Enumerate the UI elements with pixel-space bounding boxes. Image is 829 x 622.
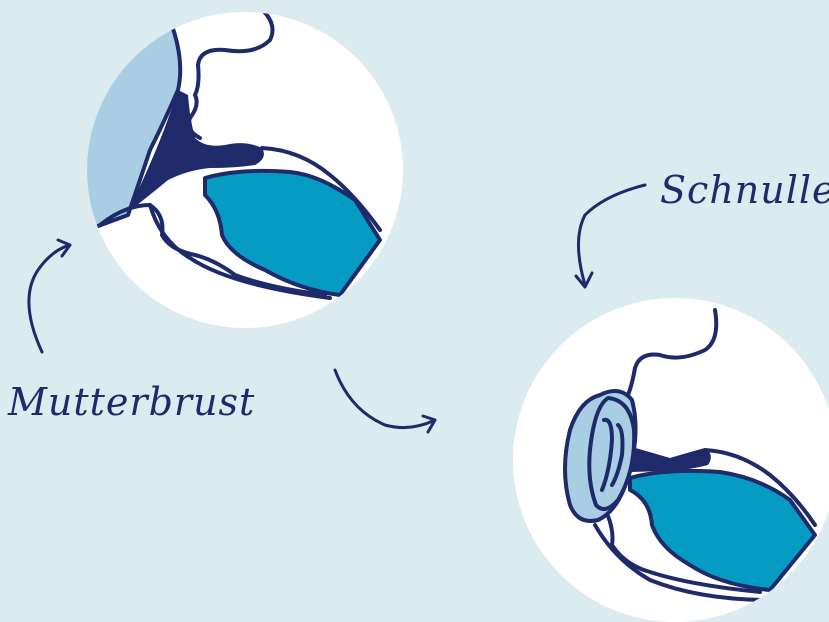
pacifier-face-profile [626, 308, 719, 397]
palate-line [260, 146, 382, 232]
pacifier-palate-line [703, 448, 817, 527]
curved-arrow-icon [574, 183, 647, 289]
breastfeeding-mouth-icon [87, 12, 403, 328]
nipple-shape [128, 90, 264, 212]
pacifier-tongue-shape [628, 468, 817, 592]
tongue-shape [203, 168, 382, 297]
pacifier-jaw-line [598, 498, 762, 594]
pacifier-teat [625, 445, 711, 472]
pacifier-label: Schnuller [660, 168, 829, 212]
arrow-to-pacifier [577, 183, 647, 287]
pacifier-mouth-icon [513, 298, 829, 622]
pacifier-shield [563, 389, 638, 523]
curved-arrow-icon [333, 368, 437, 434]
breast-label: Mutterbrust [8, 380, 256, 424]
arrow-to-breast [27, 243, 72, 354]
pacifier-chin-line [593, 523, 772, 602]
face-profile-upper [186, 12, 275, 140]
arrow-between [333, 368, 437, 430]
curved-arrow-icon [27, 238, 72, 354]
chin-line [148, 203, 332, 300]
